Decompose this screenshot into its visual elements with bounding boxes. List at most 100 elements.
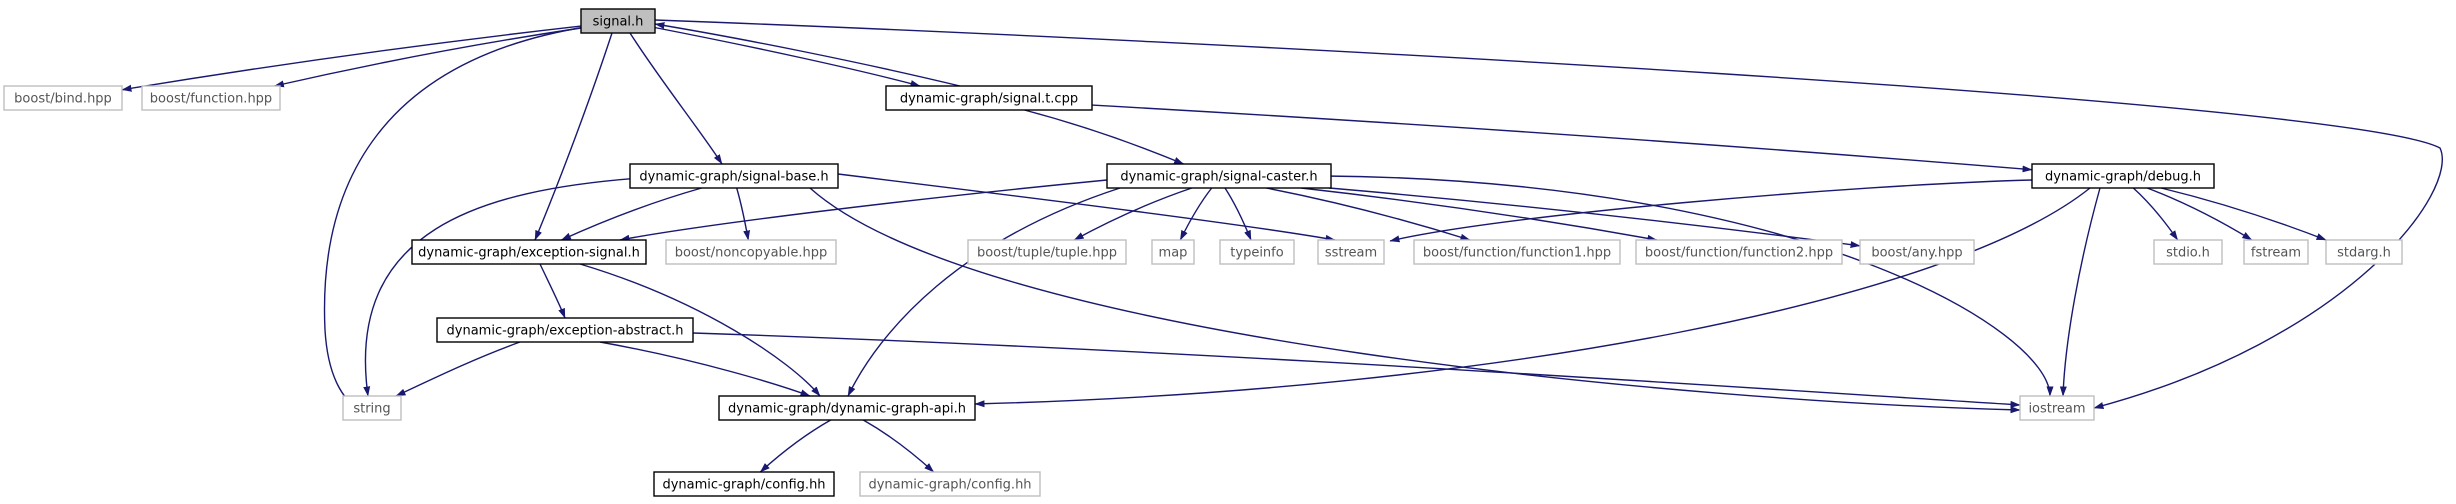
node-sstream: sstream xyxy=(1317,239,1385,265)
node-label: boost/function/function1.hpp xyxy=(1423,246,1611,261)
node-box xyxy=(411,239,647,265)
node-box xyxy=(665,239,837,265)
node-label: typeinfo xyxy=(1230,246,1283,261)
node-stdarg: stdarg.h xyxy=(2325,239,2403,265)
node-label: fstream xyxy=(2251,246,2301,261)
node-signal-h[interactable]: signal.h xyxy=(580,8,656,34)
edge-signal-caster-to-typeinfo xyxy=(1224,187,1252,241)
node-box xyxy=(1219,239,1295,265)
node-label: boost/any.hpp xyxy=(1871,246,1962,261)
edge-dg-api-to-config-external xyxy=(862,419,935,473)
node-label: dynamic-graph/signal.t.cpp xyxy=(900,92,1078,107)
edge-signal-caster-to-function1 xyxy=(1265,187,1471,241)
node-label: dynamic-graph/signal-base.h xyxy=(639,170,828,185)
node-label: dynamic-graph/exception-signal.h xyxy=(418,246,640,261)
edge-signal-base-to-string xyxy=(363,177,641,397)
edge-signal-caster-to-exception-signal xyxy=(619,179,1108,242)
node-box xyxy=(2019,395,2095,421)
node-box xyxy=(2031,163,2215,189)
edge-signal-base-to-exception-signal xyxy=(560,187,702,241)
node-label: dynamic-graph/signal-caster.h xyxy=(1120,170,1317,185)
edge-signal-h-to-exception-signal xyxy=(534,32,613,241)
edge-debug-h-to-stdio xyxy=(2132,187,2179,241)
node-debug-h[interactable]: dynamic-graph/debug.h xyxy=(2031,163,2215,189)
node-iostream: iostream xyxy=(2019,395,2095,421)
node-string: string xyxy=(342,395,402,421)
node-stdio: stdio.h xyxy=(2153,239,2223,265)
node-config-external: dynamic-graph/config.hh xyxy=(859,471,1041,497)
dependency-edges xyxy=(121,19,2443,473)
node-label: dynamic-graph/config.hh xyxy=(662,478,825,493)
node-signal-t-cpp[interactable]: dynamic-graph/signal.t.cpp xyxy=(885,85,1093,111)
edge-signal-base-to-noncopyable xyxy=(736,187,751,241)
node-box xyxy=(1859,239,1975,265)
edge-signal-t-cpp-to-signal-h xyxy=(654,22,961,87)
node-box xyxy=(342,395,402,421)
edge-signal-t-cpp-to-debug-h xyxy=(1091,104,2033,173)
node-exception-abstract[interactable]: dynamic-graph/exception-abstract.h xyxy=(436,317,694,343)
node-label: dynamic-graph/config.hh xyxy=(868,478,1031,493)
node-typeinfo: typeinfo xyxy=(1219,239,1295,265)
edge-debug-h-to-iostream xyxy=(2059,187,2101,397)
edge-exception-signal-to-dg-api xyxy=(579,263,821,397)
node-fstream: fstream xyxy=(2243,239,2309,265)
edge-debug-h-to-dg-api xyxy=(974,187,2091,408)
edge-exception-abstract-to-iostream xyxy=(692,332,2021,408)
edge-exception-abstract-to-string xyxy=(395,341,521,397)
edge-exception-abstract-to-dg-api xyxy=(599,341,811,397)
edge-signal-caster-to-map xyxy=(1179,187,1213,241)
edge-signal-t-cpp-to-signal-caster xyxy=(1024,109,1185,165)
node-box xyxy=(580,8,656,34)
node-any: boost/any.hpp xyxy=(1859,239,1975,265)
node-box xyxy=(885,85,1093,111)
edge-signal-h-to-boost-function xyxy=(273,27,582,88)
edge-exception-signal-to-exception-abstract xyxy=(539,263,566,319)
node-box xyxy=(3,85,123,111)
dependency-nodes: signal.h boost/bind.hpp boost/function.hpp… xyxy=(3,8,2403,497)
node-box xyxy=(967,239,1127,265)
node-tuple: boost/tuple/tuple.hpp xyxy=(967,239,1127,265)
node-signal-base[interactable]: dynamic-graph/signal-base.h xyxy=(629,163,839,189)
node-box xyxy=(1413,239,1621,265)
node-signal-caster[interactable]: dynamic-graph/signal-caster.h xyxy=(1106,163,1332,189)
node-label: dynamic-graph/exception-abstract.h xyxy=(447,324,684,339)
edge-dg-api-to-config-primary xyxy=(759,419,832,473)
node-map: map xyxy=(1151,239,1195,265)
edge-signal-h-to-iostream xyxy=(654,19,2443,409)
node-box xyxy=(2153,239,2223,265)
node-dg-api[interactable]: dynamic-graph/dynamic-graph-api.h xyxy=(718,395,976,421)
node-box xyxy=(2243,239,2309,265)
edge-signal-h-to-signal-t-cpp xyxy=(651,26,921,87)
node-box xyxy=(629,163,839,189)
node-box xyxy=(1317,239,1385,265)
node-box xyxy=(859,471,1041,497)
node-label: boost/bind.hpp xyxy=(14,92,112,107)
node-box xyxy=(1106,163,1332,189)
node-label: sstream xyxy=(1325,246,1377,261)
node-label: dynamic-graph/debug.h xyxy=(2045,170,2201,185)
node-label: dynamic-graph/dynamic-graph-api.h xyxy=(728,402,966,417)
node-label: string xyxy=(353,402,390,417)
edge-signal-h-to-signal-base xyxy=(629,32,723,165)
node-box xyxy=(1151,239,1195,265)
node-label: boost/function.hpp xyxy=(150,92,272,107)
edge-debug-h-to-stdarg xyxy=(2160,187,2327,241)
node-label: signal.h xyxy=(593,15,644,30)
node-label: stdio.h xyxy=(2166,246,2210,261)
edge-debug-h-to-sstream xyxy=(1389,179,2033,243)
node-exception-signal[interactable]: dynamic-graph/exception-signal.h xyxy=(411,239,647,265)
node-box xyxy=(718,395,976,421)
node-boost-function: boost/function.hpp xyxy=(141,85,281,111)
node-box xyxy=(2325,239,2403,265)
node-label: boost/noncopyable.hpp xyxy=(675,246,828,261)
node-config-primary[interactable]: dynamic-graph/config.hh xyxy=(653,471,835,497)
node-box xyxy=(1635,239,1843,265)
edge-signal-h-to-boost-bind xyxy=(121,25,582,92)
node-boost-bind: boost/bind.hpp xyxy=(3,85,123,111)
node-label: iostream xyxy=(2028,402,2085,417)
node-label: stdarg.h xyxy=(2337,246,2391,261)
node-box xyxy=(653,471,835,497)
node-label: boost/tuple/tuple.hpp xyxy=(977,246,1117,261)
node-noncopyable: boost/noncopyable.hpp xyxy=(665,239,837,265)
